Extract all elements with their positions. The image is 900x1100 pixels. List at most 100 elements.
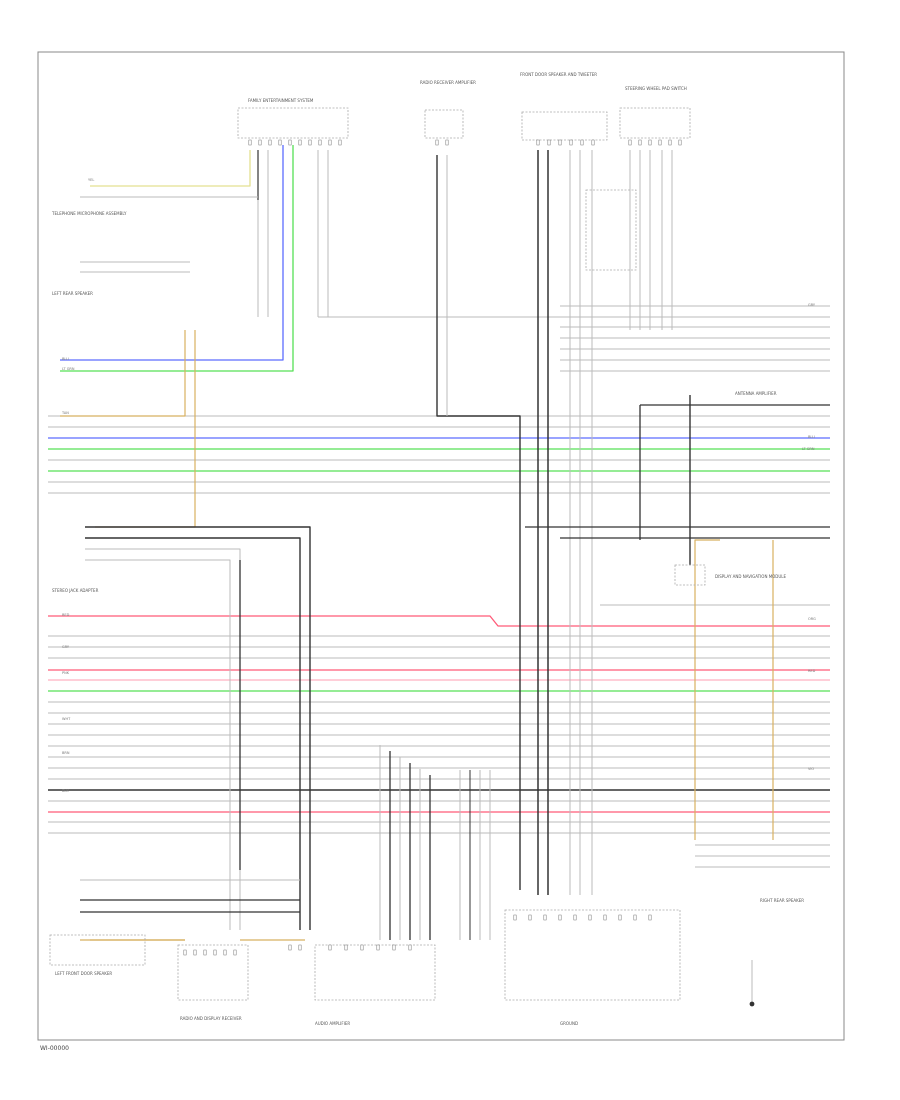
box-antenna-amp	[674, 564, 706, 586]
wire-label-blue-left: BLU	[62, 357, 69, 361]
label-left-2: LEFT REAR SPEAKER	[52, 291, 93, 296]
pins-bottom-left-0	[183, 949, 187, 956]
pins-amplifier-2	[543, 914, 547, 921]
left-cluster-wire-3	[85, 559, 231, 930]
ground-symbol	[749, 1001, 755, 1007]
pins-family-6	[308, 139, 312, 146]
pins-front-door-5	[591, 139, 595, 146]
pins-radio-1	[445, 139, 449, 146]
label-right-2: DISPLAY AND NAVIGATION MODULE	[715, 574, 787, 579]
green-wire	[60, 145, 294, 372]
yellow-wire	[90, 150, 251, 187]
wire-label-green-left: LT GRN	[62, 367, 75, 371]
red-jog-wire	[48, 615, 830, 627]
wire-label-gray-right: GRY	[808, 303, 816, 307]
pins-amplifier-5	[588, 914, 592, 921]
box-steering-switch	[619, 107, 691, 139]
pins-amplifier-9	[648, 914, 652, 921]
pins-amplifier-7	[618, 914, 622, 921]
pins-bottom-left-5	[233, 949, 237, 956]
label-left-1: TELEPHONE MICROPHONE ASSEMBLY	[51, 211, 127, 216]
left-cluster-wire-0	[85, 526, 311, 930]
pins-front-door-0	[536, 139, 540, 146]
box-display-module	[585, 189, 637, 271]
pins-family-3	[278, 139, 282, 146]
pins-bottom-a-1	[298, 944, 302, 951]
pins-family-7	[318, 139, 322, 146]
box-front-door-speaker	[521, 111, 608, 141]
page-id: WI-00000	[40, 1045, 69, 1052]
pins-steering-3	[658, 139, 662, 146]
wire-label-tan-left: TAN	[61, 411, 69, 415]
pins-front-door-2	[558, 139, 562, 146]
pins-front-door-4	[580, 139, 584, 146]
wire-label-pink-left: PNK	[62, 671, 70, 675]
wire-label-brown-left: BRN	[62, 751, 70, 755]
box-receiver-bottom	[314, 944, 436, 1001]
pins-family-9	[338, 139, 342, 146]
pins-bottom-left-2	[203, 949, 207, 956]
radio-dark-wire	[436, 155, 521, 890]
box-left-speaker	[49, 934, 146, 966]
pins-radio-0	[435, 139, 439, 146]
label-left-3: STEREO JACK ADAPTER	[52, 588, 99, 593]
box-audio-amplifier	[504, 909, 681, 1001]
label-top-3: FRONT DOOR SPEAKER AND TWEETER	[520, 72, 597, 77]
pins-family-2	[268, 139, 272, 146]
wire-label-white-left: WHT	[62, 717, 71, 721]
wire-label-blue-right: BLU	[808, 435, 815, 439]
pins-family-8	[328, 139, 332, 146]
blue-wire	[60, 145, 284, 361]
pins-bottom-b-5	[408, 944, 412, 951]
pins-bottom-left-3	[213, 949, 217, 956]
left-cluster-wire-1	[85, 537, 301, 930]
wire-label-yellow-left: YEL	[88, 178, 94, 182]
pins-amplifier-4	[573, 914, 577, 921]
label-top-1: FAMILY ENTERTAINMENT SYSTEM	[248, 98, 314, 103]
pins-steering-0	[628, 139, 632, 146]
pins-front-door-1	[547, 139, 551, 146]
wire-label-violet-right: VIO	[808, 767, 814, 771]
pins-bottom-left-4	[223, 949, 227, 956]
box-bottom-left-connector	[177, 944, 249, 1001]
pins-steering-5	[678, 139, 682, 146]
pins-steering-4	[668, 139, 672, 146]
pins-family-1	[258, 139, 262, 146]
tan-wire-upper	[60, 330, 186, 417]
label-top-4: STEERING WHEEL PAD SWITCH	[625, 86, 687, 91]
wire-layer	[48, 145, 830, 1004]
pins-front-door-3	[569, 139, 573, 146]
label-top-2: RADIO RECEIVER AMPLIFIER	[420, 80, 476, 85]
label-bottom-3: AUDIO AMPLIFIER	[315, 1021, 350, 1026]
pins-bottom-b-4	[392, 944, 396, 951]
label-bottom-4: GROUND	[560, 1021, 578, 1026]
wire-label-orange-right: ORG	[808, 617, 816, 621]
wire-label-red-left: RED	[62, 613, 70, 617]
pins-amplifier-8	[633, 914, 637, 921]
wire-label-green-right: LT GRN	[802, 447, 815, 451]
wire-label-gray-left: GRY	[62, 645, 70, 649]
diagram-frame	[37, 51, 845, 1041]
component-layer	[49, 107, 755, 1007]
pins-family-5	[298, 139, 302, 146]
box-radio-receiver	[424, 109, 464, 139]
tan-wire-right	[694, 539, 720, 840]
label-right-1: ANTENNA AMPLIFIER	[735, 391, 777, 396]
pins-bottom-b-1	[344, 944, 348, 951]
label-right-3: RIGHT REAR SPEAKER	[760, 898, 804, 903]
pins-steering-1	[638, 139, 642, 146]
pins-bottom-b-0	[328, 944, 332, 951]
pins-bottom-left-1	[193, 949, 197, 956]
pins-family-4	[288, 139, 292, 146]
pins-family-0	[248, 139, 252, 146]
pins-steering-2	[648, 139, 652, 146]
pins-bottom-b-2	[360, 944, 364, 951]
pins-amplifier-6	[603, 914, 607, 921]
wire-label-black-left: BLK	[62, 789, 69, 793]
label-bottom-2: RADIO AND DISPLAY RECEIVER	[180, 1016, 242, 1021]
pins-bottom-a-0	[288, 944, 292, 951]
pins-amplifier-0	[513, 914, 517, 921]
pins-bottom-b-3	[376, 944, 380, 951]
pins-amplifier-3	[558, 914, 562, 921]
